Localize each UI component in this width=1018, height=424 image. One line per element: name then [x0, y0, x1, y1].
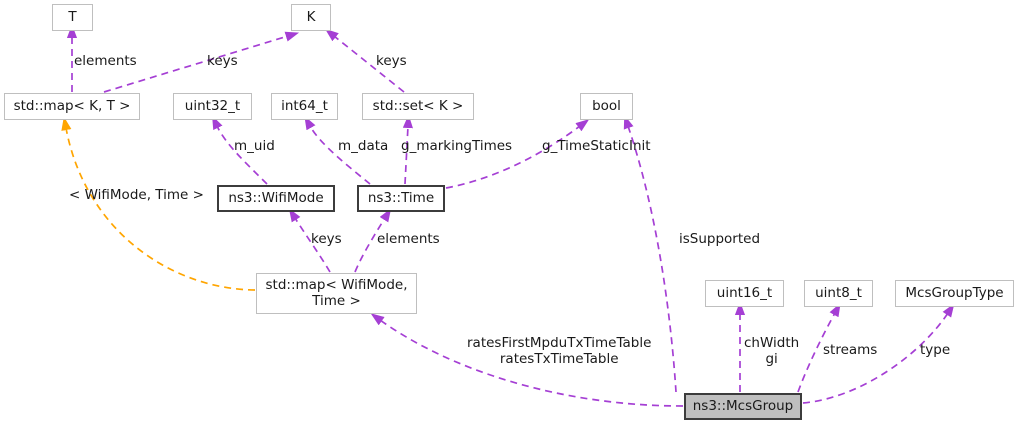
node-int64-t[interactable]: int64_t	[271, 93, 338, 120]
node-bool[interactable]: bool	[580, 93, 633, 120]
node-std-map-k-t[interactable]: std::map< K, T >	[4, 93, 140, 120]
edge-mcsgroup-mcsgrouptype	[802, 303, 955, 404]
edge-label-keys-mapkt-k: keys	[207, 53, 238, 69]
edge-label-issupported: isSupported	[679, 231, 761, 247]
edge-label-g-markingtimes: g_markingTimes	[401, 138, 513, 154]
edge-label-streams: streams	[823, 342, 878, 358]
node-uint8-t[interactable]: uint8_t	[804, 280, 873, 307]
node-ns3-wifimode[interactable]: ns3::WifiMode	[217, 185, 335, 212]
edge-label-m-data: m_data	[338, 138, 389, 154]
edge-time-bool	[445, 119, 590, 189]
node-T[interactable]: T	[52, 4, 93, 31]
edge-label-type: type	[920, 342, 951, 358]
edge-setk-k	[324, 28, 405, 93]
edge-label-keys-mapwt: keys	[311, 231, 342, 247]
edge-mcsgroup-bool	[623, 115, 677, 393]
node-ns3-mcsgroup[interactable]: ns3::McsGroup	[684, 393, 802, 420]
edge-time-int64	[304, 115, 371, 185]
node-std-map-wifimode-time[interactable]: std::map< WifiMode, Time >	[256, 273, 417, 314]
edge-label-g-timestaticinit: g_TimeStaticInit	[542, 138, 651, 154]
edge-mapwt-time	[354, 208, 392, 273]
node-uint16-t[interactable]: uint16_t	[705, 280, 784, 307]
edge-label-keys-setk-k: keys	[376, 53, 407, 69]
edge-mapkt-k	[103, 31, 300, 93]
node-uint32-t[interactable]: uint32_t	[173, 93, 252, 120]
node-ns3-time[interactable]: ns3::Time	[357, 185, 445, 212]
edge-label-template-args: < WifiMode, Time >	[69, 187, 204, 203]
edge-label-m-uid: m_uid	[234, 138, 275, 154]
edge-label-elements-mapkt-t: elements	[74, 53, 137, 69]
edge-mapwt-mapkt-template	[61, 116, 256, 291]
edge-mcsgroup-mapwt	[370, 313, 684, 407]
edge-mcsgroup-uint8	[797, 302, 841, 393]
edge-mapwt-wifimode	[288, 208, 331, 273]
node-K[interactable]: K	[291, 4, 331, 31]
edge-label-elements-mapwt: elements	[377, 231, 440, 247]
edge-label-rates-tables: ratesFirstMpduTxTimeTable ratesTxTimeTab…	[467, 335, 652, 367]
edge-time-setk	[402, 114, 413, 185]
edge-wifimode-uint32	[212, 115, 268, 185]
node-mcsgrouptype[interactable]: McsGroupType	[895, 280, 1014, 307]
edge-label-chwidth-gi: chWidth gi	[744, 335, 800, 367]
node-std-set-k[interactable]: std::set< K >	[362, 93, 474, 120]
